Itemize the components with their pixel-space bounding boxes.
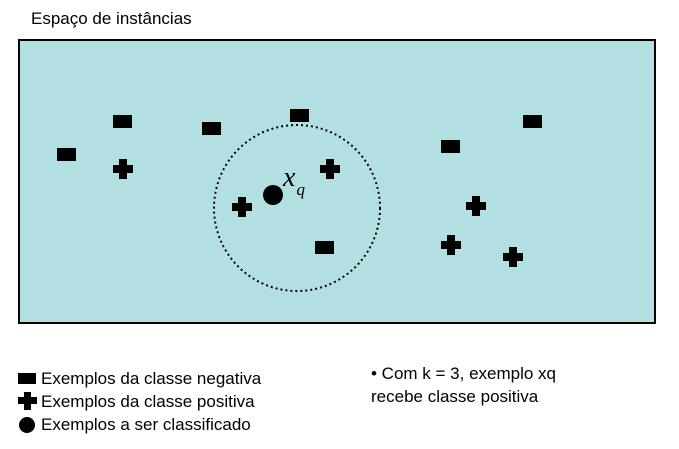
negative-example: [113, 115, 132, 128]
space-title: Espaço de instâncias: [31, 9, 192, 28]
instance-space-area: [18, 39, 656, 324]
instance-space-diagram: xq: [18, 39, 656, 324]
negative-example: [290, 109, 309, 122]
query-subscript: q: [296, 180, 305, 199]
positive-cross-icon: [18, 392, 37, 410]
legend-label: Exemplos da classe positiva: [41, 392, 255, 411]
negative-example: [315, 241, 334, 254]
negative-example: [57, 148, 76, 161]
negative-example: [441, 140, 460, 153]
k-neighborhood-circle: [213, 124, 381, 292]
legend-label: Exemplos da classe negativa: [41, 369, 262, 388]
note-line: • Com k = 3, exemplo xq: [371, 364, 556, 383]
query-point-label: xq: [282, 162, 305, 199]
note-line: recebe classe positiva: [371, 387, 539, 406]
negative-rectangle-icon: [18, 373, 36, 384]
query-point: [263, 185, 283, 205]
query-symbol: x: [282, 162, 296, 193]
query-dot-icon: [19, 417, 35, 433]
negative-example: [523, 115, 542, 128]
negative-example: [202, 122, 221, 135]
legend-label: Exemplos a ser classificado: [41, 415, 251, 434]
knn-note: • Com k = 3, exemplo xq recebe classe po…: [371, 362, 661, 408]
